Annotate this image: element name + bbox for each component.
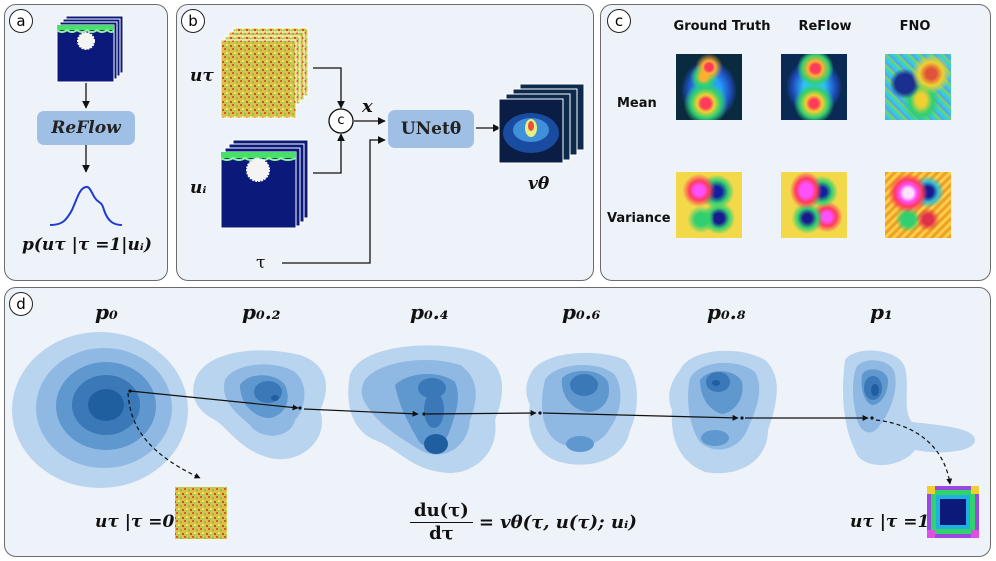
panel-c-badge: c bbox=[607, 9, 631, 33]
column-header-ground-truth: Ground Truth bbox=[673, 19, 771, 34]
column-header-fno: FNO bbox=[899, 19, 931, 34]
reflow-box: ReFlow bbox=[37, 111, 135, 145]
unet-box-label: UNetθ bbox=[400, 119, 462, 139]
x-label: x bbox=[362, 96, 373, 117]
column-header-reflow: ReFlow bbox=[798, 19, 852, 34]
ode-numerator: du(τ) bbox=[410, 500, 473, 523]
heatmap-variance-ground-truth bbox=[676, 172, 742, 238]
start-noise-image bbox=[175, 487, 227, 539]
reflow-box-label: ReFlow bbox=[51, 118, 121, 138]
row-label-variance: Variance bbox=[607, 211, 671, 226]
density-p1 bbox=[843, 350, 975, 465]
stage-label-p08: p₀.₈ bbox=[707, 300, 746, 324]
stage-label-p0: p₀ bbox=[95, 300, 118, 324]
density-p02 bbox=[193, 350, 326, 460]
stage-label-p1: p₁ bbox=[870, 300, 893, 324]
panel-a-output-label: p(uτ |τ =1|uᵢ) bbox=[22, 235, 152, 255]
trajectory-points bbox=[128, 389, 874, 420]
panel-a-badge: a bbox=[9, 9, 33, 33]
ode-fraction: du(τ) dτ bbox=[410, 500, 473, 545]
panel-b-output-label: vθ bbox=[528, 174, 550, 194]
end-field-image bbox=[927, 486, 979, 538]
heatmap-mean-ground-truth bbox=[676, 54, 742, 120]
heatmap-variance-reflow bbox=[781, 172, 847, 238]
concat-node-label: c bbox=[337, 113, 345, 128]
start-label: uτ |τ =0 bbox=[95, 512, 175, 532]
panel-d-badge: d bbox=[9, 292, 33, 316]
heatmap-mean-fno bbox=[885, 54, 951, 120]
unet-box: UNetθ bbox=[388, 110, 474, 148]
density-p04 bbox=[348, 345, 503, 473]
stage-label-p02: p₀.₂ bbox=[242, 300, 281, 324]
heatmap-mean-reflow bbox=[781, 54, 847, 120]
ode-rhs: = vθ(τ, u(τ); uᵢ) bbox=[478, 511, 637, 533]
heatmap-variance-fno bbox=[885, 172, 951, 238]
ode-equation: du(τ) dτ = vθ(τ, u(τ); uᵢ) bbox=[410, 496, 637, 548]
row-label-mean: Mean bbox=[617, 96, 657, 111]
panel-b-badge: b bbox=[181, 9, 205, 33]
trajectory-path bbox=[127, 390, 953, 485]
input-tau-label: uτ bbox=[190, 66, 214, 86]
density-p0 bbox=[12, 332, 188, 488]
density-p08 bbox=[669, 350, 777, 474]
density-p06 bbox=[526, 352, 637, 465]
input-i-label: uᵢ bbox=[190, 178, 207, 198]
stage-label-p04: p₀.₄ bbox=[410, 300, 449, 324]
ode-denominator: dτ bbox=[429, 522, 454, 544]
stage-label-p06: p₀.₆ bbox=[562, 300, 601, 324]
time-label: τ bbox=[256, 253, 266, 273]
end-label: uτ |τ =1 bbox=[850, 512, 930, 532]
